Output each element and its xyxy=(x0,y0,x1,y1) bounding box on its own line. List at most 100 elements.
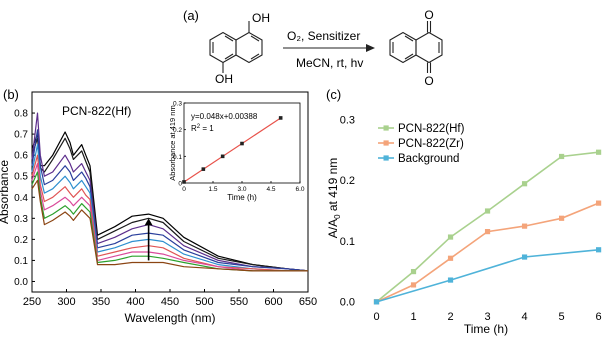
legend-swatch-marker xyxy=(383,155,389,161)
inset-xlabel: Time (h) xyxy=(227,193,257,202)
panel-b-xtick-label: 250 xyxy=(23,296,41,308)
inset-xtick-label: 1.5 xyxy=(208,186,217,193)
inset-data-point xyxy=(240,141,244,146)
panel-b-ylabel: Absorbance xyxy=(0,160,11,224)
panel-c-data-point xyxy=(373,299,380,305)
reaction-arrowhead xyxy=(366,44,375,52)
panel-c-xtick-label: 1 xyxy=(410,311,416,323)
reactant-oh-bottom: OH xyxy=(215,72,233,86)
spectrum-line-8 xyxy=(31,171,308,272)
panel-b-spectra xyxy=(31,112,309,272)
panel-c-series xyxy=(373,149,602,305)
product-o-top: O xyxy=(424,8,433,22)
inset-xtick-label: 6.0 xyxy=(295,186,304,193)
inset-ytick-label: 0 xyxy=(178,181,182,188)
reaction-conditions-above: O₂, Sensitizer xyxy=(287,29,360,43)
panel-b-xtick-label: 600 xyxy=(264,296,282,308)
legend-swatch-marker xyxy=(383,140,389,146)
reactant-oh-top: OH xyxy=(252,11,270,25)
panel-label-c: (c) xyxy=(326,87,341,102)
panel-c-data-point xyxy=(447,255,454,261)
legend-swatch-marker xyxy=(383,125,389,131)
reaction-scheme: (a) OH OH O₂, Sensitizer MeCN, rt, hv xyxy=(183,8,443,88)
inset-equation: y=0.048x+0.00388 xyxy=(191,112,258,121)
panel-c-xtick-label: 3 xyxy=(484,311,490,323)
panel-c-ylabel: A/A0 at 419 nm xyxy=(326,158,342,239)
panel-c-series-line-1 xyxy=(375,151,599,303)
panel-c-series-line-3 xyxy=(376,249,599,303)
inset-data xyxy=(182,116,283,184)
inset-ytick-label: 0.2 xyxy=(173,127,182,134)
panel-c-data-point xyxy=(521,254,528,260)
panel-b-ytick-label: 0.2 xyxy=(14,235,28,246)
panel-c-xtick-label: 5 xyxy=(559,311,565,323)
inset-xtick-label: 0 xyxy=(182,186,186,193)
panel-c-data-point xyxy=(484,208,491,214)
product-structure xyxy=(389,21,443,73)
panel-c-xtick-label: 6 xyxy=(596,311,602,323)
panel-b-ytick-label: 0.8 xyxy=(14,109,28,120)
legend-entry-label: Background xyxy=(398,153,459,165)
panel-c-data-point xyxy=(558,215,565,221)
panel-b-ytick-label: 0.5 xyxy=(14,172,28,183)
inset-xtick-label: 3.0 xyxy=(237,186,246,193)
legend-entry-label: PCN-822(Zr) xyxy=(398,138,464,150)
panel-b-ytick-label: 0.6 xyxy=(14,151,28,162)
product-ring-left xyxy=(389,31,417,64)
panel-b-xtick-label: 450 xyxy=(161,296,179,308)
panel-c-data-point xyxy=(558,153,565,160)
panel-c-data-point xyxy=(595,247,602,253)
inset-data-point xyxy=(201,167,206,171)
reactant-ring-right xyxy=(235,31,263,64)
spectrum-line-7 xyxy=(31,163,308,272)
spectrum-line-1 xyxy=(31,131,309,272)
spectrum-line-9 xyxy=(31,179,308,272)
panel-b-ytick-label: 0.0 xyxy=(14,277,28,288)
panel-c-data-point xyxy=(447,234,454,240)
panel-c-data-point xyxy=(595,200,602,206)
panel-c-data-point xyxy=(447,277,454,283)
inset-data-point xyxy=(182,180,186,184)
reactant-structure xyxy=(209,21,263,73)
panel-c-data-point xyxy=(410,282,417,288)
panel-c-xlabel: Time (h) xyxy=(464,322,508,336)
panel-b-ytick-label: 0.7 xyxy=(14,130,28,141)
panel-c-ytick-label: 0.1 xyxy=(340,236,355,248)
panel-c-xtick-label: 2 xyxy=(447,311,453,323)
panel-c-xtick-label: 0 xyxy=(373,311,379,323)
inset-fit-line xyxy=(183,117,281,183)
panel-c-data-point xyxy=(521,181,528,187)
panel-label-a: (a) xyxy=(183,8,199,23)
spectrum-line-6 xyxy=(31,154,308,272)
panel-b-title: PCN-822(Hf) xyxy=(62,104,131,118)
product-ring-right xyxy=(415,31,443,64)
panel-label-b: (b) xyxy=(3,87,19,102)
inset-ylabel: Absorbance at 419 nm xyxy=(168,105,177,180)
inset-xtick-label: 4.5 xyxy=(266,186,275,193)
reaction-conditions-below: MeCN, rt, hv xyxy=(296,56,363,70)
inset-data-point xyxy=(220,154,225,159)
inset-ytick-label: 0.3 xyxy=(173,101,182,108)
panel-c-data-point xyxy=(410,268,417,275)
panel-c-data-point xyxy=(595,149,602,155)
spectrum-line-3 xyxy=(31,112,309,272)
panel-c-ytick-label: 0.2 xyxy=(340,175,355,187)
inset-data-point xyxy=(278,116,283,120)
panel-c-legend: PCN-822(Hf) PCN-822(Zr) Background xyxy=(378,123,465,165)
spectrum-line-5 xyxy=(31,144,308,272)
panel-c-ytick-label: 0.0 xyxy=(340,296,355,308)
inset-r-squared: R2 = 1 xyxy=(191,124,214,133)
panel-c-ytick-label: 0.3 xyxy=(340,115,355,127)
panel-b-ytick-label: 0.1 xyxy=(14,256,28,267)
panel-b-ytick-label: 0.3 xyxy=(14,214,28,225)
reactant-ring-left xyxy=(209,31,237,64)
product-o-bottom: O xyxy=(424,74,433,88)
legend-entry-label: PCN-822(Hf) xyxy=(398,123,465,135)
panel-b-xtick-label: 350 xyxy=(92,296,110,308)
